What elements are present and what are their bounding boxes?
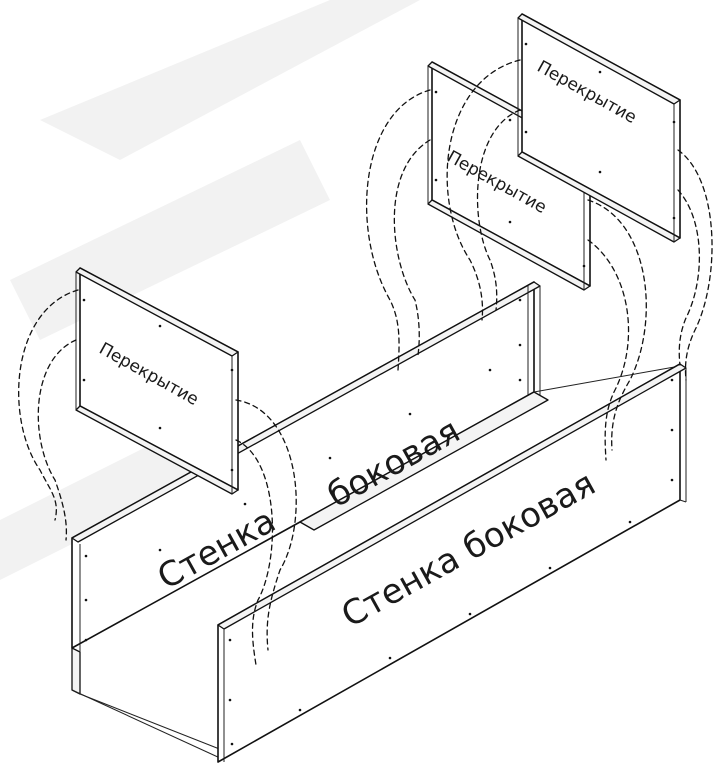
- floor-rail: [299, 365, 681, 531]
- panel-top-right: [517, 13, 681, 243]
- panel-left: [75, 267, 239, 495]
- insertion-arrows: [18, 59, 713, 666]
- front-side-wall: [217, 363, 687, 763]
